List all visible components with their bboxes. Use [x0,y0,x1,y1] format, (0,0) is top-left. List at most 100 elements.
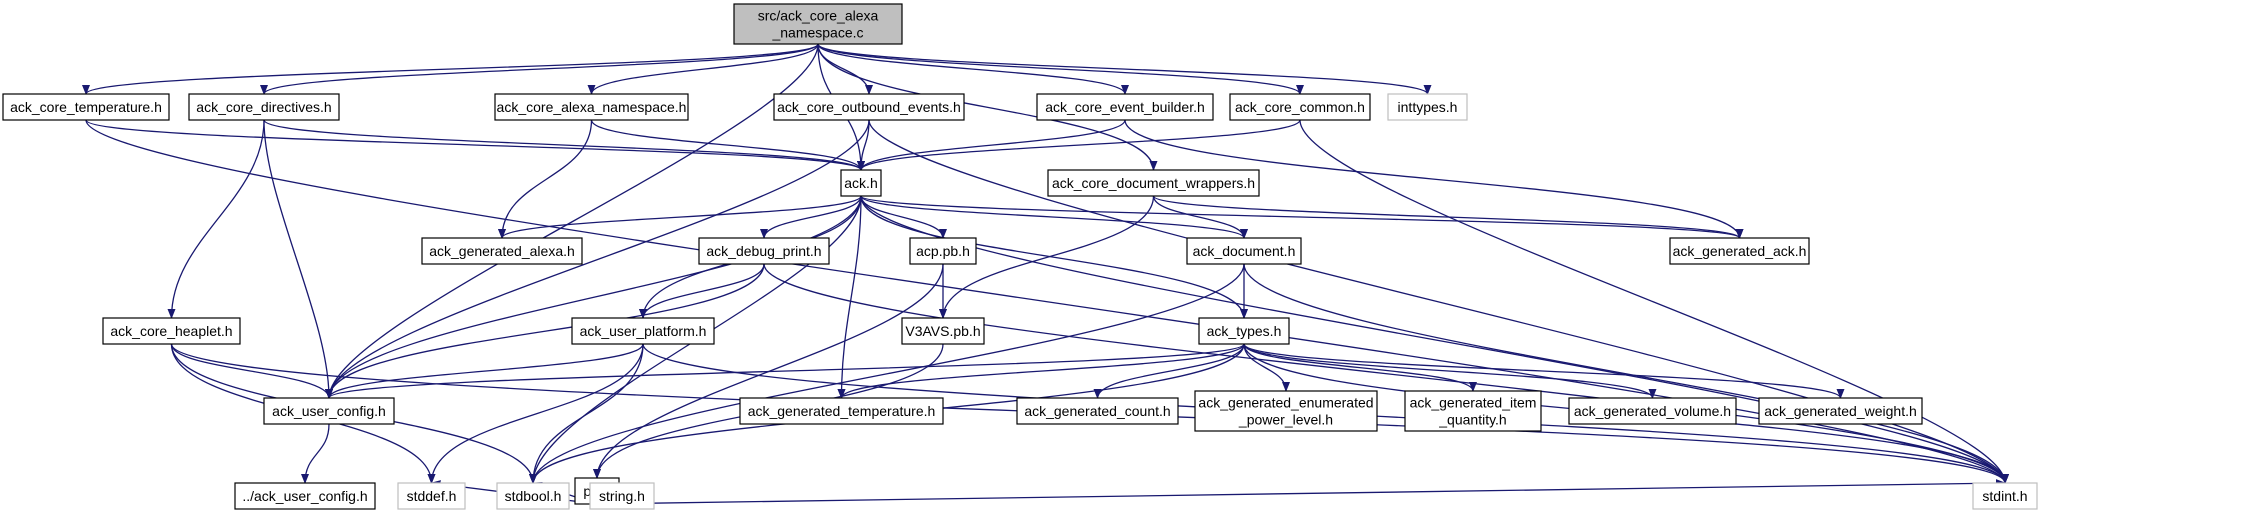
edge-root-to-directives [260,43,819,95]
edge-event_builder-to-gen_ack [1124,119,1744,239]
node-box[interactable] [234,482,376,510]
edge-types-to-gen_count [1093,343,1245,399]
node-label: stdint.h [1982,488,2027,504]
node-box[interactable] [421,237,583,265]
edge-alexa_ns-to-gen_alexa [498,119,593,239]
node-box[interactable] [1758,397,1923,425]
node-directives[interactable]: ack_core_directives.h [188,93,340,121]
node-box[interactable] [1387,93,1468,121]
node-gen-item-qty[interactable]: ack_generated_item_quantity.h [1404,390,1542,432]
node-gen-ack[interactable]: ack_generated_ack.h [1669,237,1810,265]
node-box[interactable] [1047,169,1260,197]
edge-root-to-outbound [817,43,873,95]
node-gen-temperature[interactable]: ack_generated_temperature.h [739,397,944,425]
node-box[interactable] [1669,237,1810,265]
node-label: ack_user_platform.h [580,323,707,339]
node-label: stdbool.h [505,488,562,504]
node-box[interactable] [1186,237,1302,265]
node-box[interactable] [2,93,170,121]
node-label: inttypes.h [1398,99,1458,115]
node-label: _quantity.h [1438,412,1506,428]
edge-debug_print-to-user_config [325,263,765,399]
edge-common-to-ack [857,119,1301,171]
node-box[interactable] [571,317,715,345]
node-stddef[interactable]: stddef.h [397,482,466,510]
edge-common-to-stdint [1299,119,2009,484]
node-inttypes[interactable]: inttypes.h [1387,93,1468,121]
node-box[interactable] [901,317,985,345]
edge-heaplet-to-user_config [170,343,333,399]
node-string[interactable]: string.h [589,482,655,510]
node-user-config[interactable]: ack_user_config.h [263,397,395,425]
node-box[interactable] [840,169,882,197]
node-label: ack_generated_volume.h [1574,403,1731,419]
node-box[interactable] [494,93,689,121]
edge-root-to-event_builder [817,43,1129,95]
edge-directives-to-heaplet [167,119,265,319]
node-box[interactable] [1016,397,1179,425]
edge-root-to-temperature [82,43,819,95]
edge-ack-to-document [860,195,1248,239]
node-alexa-ns[interactable]: ack_core_alexa_namespace.h [494,93,689,121]
edge-user_config-to-parent_user_config [301,423,330,484]
node-box[interactable] [589,482,655,510]
node-types[interactable]: ack_types.h [1198,317,1290,345]
node-gen-weight[interactable]: ack_generated_weight.h [1758,397,1923,425]
node-gen-power[interactable]: ack_generated_enumerated_power_level.h [1194,390,1378,432]
node-box[interactable] [1198,317,1290,345]
node-v3avs[interactable]: V3AVS.pb.h [901,317,985,345]
node-document[interactable]: ack_document.h [1186,237,1302,265]
node-temperature[interactable]: ack_core_temperature.h [2,93,170,121]
node-heaplet[interactable]: ack_core_heaplet.h [102,317,241,345]
node-box[interactable] [102,317,241,345]
node-user-platform[interactable]: ack_user_platform.h [571,317,715,345]
node-acp-pb[interactable]: acp.pb.h [909,237,977,265]
node-root[interactable]: src/ack_core_alexa_namespace.c [733,3,903,45]
node-label: src/ack_core_alexa [758,8,879,24]
node-box[interactable] [773,93,965,121]
edge-types-to-gen_weight [1243,343,1845,399]
node-box[interactable] [1972,482,2038,510]
node-gen-count[interactable]: ack_generated_count.h [1016,397,1179,425]
node-box[interactable] [263,397,395,425]
node-box[interactable] [1194,390,1378,432]
node-doc-wrappers[interactable]: ack_core_document_wrappers.h [1047,169,1260,197]
edge-ack-to-acp_pb [860,195,947,239]
edge-user_platform-to-stdbool [529,343,644,484]
node-box[interactable] [1229,93,1371,121]
node-label: ack_core_document_wrappers.h [1052,175,1255,191]
node-box[interactable] [1404,390,1542,432]
node-box[interactable] [909,237,977,265]
node-gen-volume[interactable]: ack_generated_volume.h [1568,397,1737,425]
edge-ack-to-user_config [325,195,862,399]
node-label: ack_core_common.h [1235,99,1365,115]
edge-ack-to-gen_temperature [837,195,862,399]
node-debug-print[interactable]: ack_debug_print.h [698,237,830,265]
node-box[interactable] [496,482,570,510]
node-parent-user-config[interactable]: ../ack_user_config.h [234,482,376,510]
node-box[interactable] [188,93,340,121]
node-event-builder[interactable]: ack_core_event_builder.h [1036,93,1214,121]
edge-types-to-user_config [325,343,1245,399]
node-common[interactable]: ack_core_common.h [1229,93,1371,121]
node-label: ack_core_event_builder.h [1045,99,1205,115]
node-ack[interactable]: ack.h [840,169,882,197]
edges-layer [82,43,2009,505]
node-box[interactable] [1036,93,1214,121]
node-label: ack_core_alexa_namespace.h [497,99,687,115]
node-box[interactable] [739,397,944,425]
edge-types-to-gen_power [1243,343,1290,392]
edge-document-to-stdbool [529,263,1245,484]
node-box[interactable] [733,3,903,45]
node-label: ack_generated_temperature.h [748,403,936,419]
node-stdbool[interactable]: stdbool.h [496,482,570,510]
node-stdint[interactable]: stdint.h [1972,482,2038,510]
node-box[interactable] [397,482,466,510]
edge-alexa_ns-to-ack [590,119,865,171]
node-label: ack_generated_ack.h [1673,243,1807,259]
node-outbound[interactable]: ack_core_outbound_events.h [773,93,965,121]
edge-ack-to-gen_alexa [498,195,862,239]
node-box[interactable] [1568,397,1737,425]
node-gen-alexa[interactable]: ack_generated_alexa.h [421,237,583,265]
node-box[interactable] [698,237,830,265]
